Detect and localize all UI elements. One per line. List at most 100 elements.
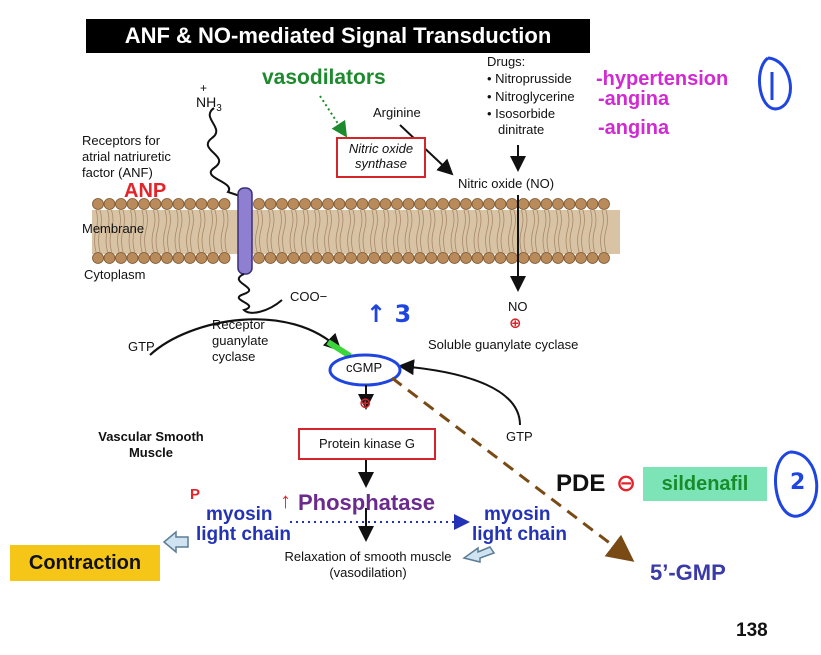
lipid-tail: [588, 209, 597, 253]
outer-lipid-head: [414, 198, 426, 210]
inner-lipid-head: [506, 252, 518, 264]
lipid-tail: [496, 209, 505, 253]
soluble-gc-label: Soluble guanylate cyclase: [428, 337, 579, 352]
hollow-arrow-left: [162, 530, 189, 554]
vsm-label-2: Muscle: [128, 445, 174, 460]
coo-label: COO−: [290, 289, 328, 304]
myosin-left-1: myosin: [206, 504, 273, 525]
plus-icon-pkg: ⊕: [359, 395, 372, 412]
lipid-tail: [324, 209, 332, 253]
lipid-tail: [117, 209, 125, 253]
lipid-tail: [335, 209, 344, 253]
inner-lipid-head: [322, 252, 334, 264]
inner-lipid-head: [207, 252, 219, 264]
inner-lipid-head: [448, 252, 461, 264]
relaxation-label-2: (vasodilation): [329, 565, 407, 580]
indication-hypertension: -hypertension: [596, 68, 729, 90]
sildenafil-box: sildenafil: [643, 467, 767, 501]
outer-lipid-head: [529, 198, 541, 210]
nh3-label: NH3: [196, 94, 222, 114]
inner-lipid-head: [575, 252, 587, 264]
lipid-tail: [278, 209, 286, 253]
page-title: ANF & NO-mediated Signal Transduction: [86, 19, 590, 53]
phosphatase-label: Phosphatase: [298, 490, 435, 515]
anp-label: ANP: [124, 180, 167, 202]
outer-lipid-head: [218, 198, 231, 210]
lipid-tail: [416, 209, 424, 253]
inner-lipid-head: [437, 252, 449, 264]
outer-lipid-head: [460, 198, 472, 210]
nh3-charge: +: [200, 81, 208, 95]
outer-lipid-head: [356, 198, 369, 210]
drug-nitroglycerine: • Nitroglycerine: [487, 89, 575, 104]
lipid-tail: [220, 209, 229, 253]
outer-lipid-head: [379, 198, 392, 210]
drug-nitroprusside: • Nitroprusside: [487, 71, 572, 86]
inner-lipid-head: [161, 252, 173, 264]
lipid-tail: [140, 209, 148, 253]
lipid-tail: [163, 209, 171, 253]
inner-lipid-head: [345, 252, 357, 264]
lipid-tail: [508, 209, 516, 253]
membrane-label: Membrane: [82, 221, 145, 236]
five-prime-gmp-label: 5’-GMP: [650, 560, 726, 585]
drug-isosorbide: • Isosorbide: [487, 106, 556, 121]
receptor-gc-label-2: guanylate: [212, 333, 269, 348]
outer-lipid-head: [402, 198, 415, 210]
inner-lipid-head: [379, 252, 392, 264]
drug-dinitrate: dinitrate: [498, 122, 545, 137]
outer-lipid-head: [299, 198, 311, 210]
inner-lipid-head: [471, 252, 484, 264]
contraction-box: Contraction: [10, 545, 160, 581]
outer-lipid-head: [149, 198, 162, 210]
inner-lipid-head: [276, 252, 288, 264]
lipid-tail: [358, 209, 367, 253]
outer-lipid-head: [563, 198, 576, 210]
outer-lipid-head: [333, 198, 346, 210]
drugs-heading: Drugs:: [487, 54, 526, 69]
plus-icon-soluble: ⊕: [509, 315, 522, 332]
inner-lipid-head: [92, 252, 104, 264]
lipid-tail: [174, 209, 183, 253]
vsm-label-1: Vascular Smooth: [98, 429, 204, 444]
outer-lipid-head: [138, 198, 150, 210]
lipid-tail: [255, 209, 263, 253]
receptors-label-3: factor (ANF): [82, 165, 153, 180]
lipid-tail: [105, 209, 114, 253]
outer-lipid-head: [195, 198, 208, 210]
outer-lipid-head: [517, 198, 530, 210]
outer-lipid-head: [540, 198, 553, 210]
handwritten-two: 2: [790, 470, 806, 495]
inner-lipid-head: [310, 252, 323, 264]
nos-box: Nitric oxide synthase: [336, 137, 426, 178]
hollow-arrow-right: [462, 546, 496, 563]
lipid-tail: [427, 209, 436, 253]
outer-lipid-head: [425, 198, 438, 210]
lipid-tail: [542, 209, 551, 253]
outer-lipid-head: [471, 198, 484, 210]
outer-lipid-head: [115, 198, 127, 210]
indication-angina-1: -angina: [598, 88, 670, 110]
outer-lipid-head: [448, 198, 461, 210]
outer-lipid-head: [92, 198, 104, 210]
outer-lipid-head: [207, 198, 219, 210]
lipid-tail: [301, 209, 309, 253]
handwritten-up-three: ↑ 3: [366, 300, 412, 328]
inner-lipid-head: [253, 252, 265, 264]
lipid-tail: [266, 209, 275, 253]
inner-lipid-head: [195, 252, 208, 264]
inner-lipid-head: [115, 252, 127, 264]
lipid-tail: [197, 209, 206, 253]
lipid-tail: [531, 209, 539, 253]
receptor-gc-label-3: cyclase: [212, 349, 256, 364]
outer-lipid-head: [172, 198, 185, 210]
anf-receptor: [149, 107, 352, 359]
inner-lipid-head: [598, 252, 610, 264]
arginine-label: Arginine: [373, 105, 421, 120]
inner-lipid-head: [149, 252, 162, 264]
outer-lipid-head: [368, 198, 380, 210]
cytoplasm-label: Cytoplasm: [84, 267, 146, 282]
outer-lipid-head: [126, 198, 139, 210]
outer-lipid-head: [322, 198, 334, 210]
protein-kinase-g-box: Protein kinase G: [298, 428, 436, 460]
